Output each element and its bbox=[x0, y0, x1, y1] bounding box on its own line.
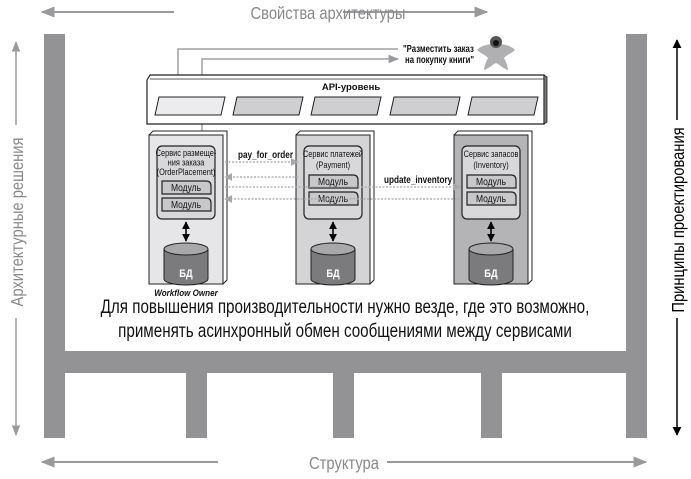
api-endpoint-slot bbox=[467, 96, 539, 116]
user-icon bbox=[477, 44, 515, 70]
database-icon bbox=[163, 248, 209, 286]
right-axis-label: Принципы проектирования bbox=[669, 127, 689, 312]
module-box bbox=[308, 174, 359, 189]
leg-3 bbox=[481, 373, 502, 438]
services: Сервис размеще-ния заказа(OrderPlacement… bbox=[148, 130, 533, 298]
module-label: Модуль bbox=[171, 182, 201, 193]
frame-structure bbox=[44, 34, 647, 438]
user-actor: "Разместить заказ на покупку книги" bbox=[403, 36, 515, 70]
module-box bbox=[466, 174, 517, 189]
database-icon bbox=[310, 248, 356, 286]
api-layer: API-уровень bbox=[146, 74, 548, 125]
msg-inventory-label: update_inventory bbox=[384, 174, 453, 185]
principle-statement: Для повышения производительности нужно в… bbox=[101, 295, 590, 341]
api-slots bbox=[154, 96, 539, 116]
top-axis: Свойства архитектуры bbox=[40, 4, 489, 24]
user-request-line1: "Разместить заказ bbox=[403, 43, 474, 54]
floor-beam bbox=[44, 351, 647, 373]
left-axis-label: Архитектурные решения bbox=[8, 138, 28, 307]
user-request-line2: на покупку книги" bbox=[405, 54, 474, 65]
module-box bbox=[161, 180, 212, 195]
database-label: БД bbox=[179, 268, 193, 280]
database-icon bbox=[468, 248, 514, 286]
left-axis: Архитектурные решения bbox=[8, 40, 28, 437]
module-label: Модуль bbox=[171, 199, 201, 210]
api-layer-label: API-уровень bbox=[322, 82, 381, 93]
service-title: Сервис размеще- bbox=[156, 147, 217, 158]
right-pillar bbox=[626, 34, 647, 438]
service-caption: Workflow Owner bbox=[154, 287, 218, 298]
service-title: Сервис запасов bbox=[464, 148, 519, 159]
api-endpoint-slot bbox=[389, 96, 461, 116]
service-title: (OrderPlacement) bbox=[157, 166, 216, 177]
principle-line2: применять асинхронный обмен сообщениями … bbox=[118, 319, 572, 341]
service-1: Сервис размеще-ния заказа(OrderPlacement… bbox=[148, 130, 228, 298]
top-axis-label: Свойства архитектуры bbox=[251, 4, 406, 24]
msg-pay-label: pay_for_order bbox=[238, 149, 293, 160]
api-endpoint-slot bbox=[154, 96, 226, 116]
bottom-axis-label: Структура bbox=[309, 454, 380, 474]
module-label: Модуль bbox=[476, 176, 506, 187]
bottom-axis: Структура bbox=[40, 454, 648, 474]
module-label: Модуль bbox=[476, 193, 506, 204]
left-pillar bbox=[44, 34, 65, 438]
messages: pay_for_order update_inventory bbox=[224, 149, 461, 203]
leg-2 bbox=[333, 373, 354, 438]
service-title: (Payment) bbox=[316, 159, 350, 170]
module-box bbox=[466, 191, 517, 206]
right-axis: Принципы проектирования bbox=[669, 39, 689, 436]
service-title: ния заказа bbox=[168, 157, 205, 168]
leg-1 bbox=[186, 373, 207, 438]
database-label: БД bbox=[484, 268, 498, 280]
database-label: БД bbox=[326, 268, 340, 280]
api-endpoint-slot bbox=[232, 96, 304, 116]
service-title: Сервис платежей bbox=[303, 148, 363, 159]
module-label: Модуль bbox=[318, 176, 348, 187]
principle-line1: Для повышения производительности нужно в… bbox=[101, 295, 590, 317]
service-title: (Inventory) bbox=[473, 159, 508, 170]
api-endpoint-slot bbox=[310, 96, 382, 116]
module-box bbox=[161, 197, 212, 212]
